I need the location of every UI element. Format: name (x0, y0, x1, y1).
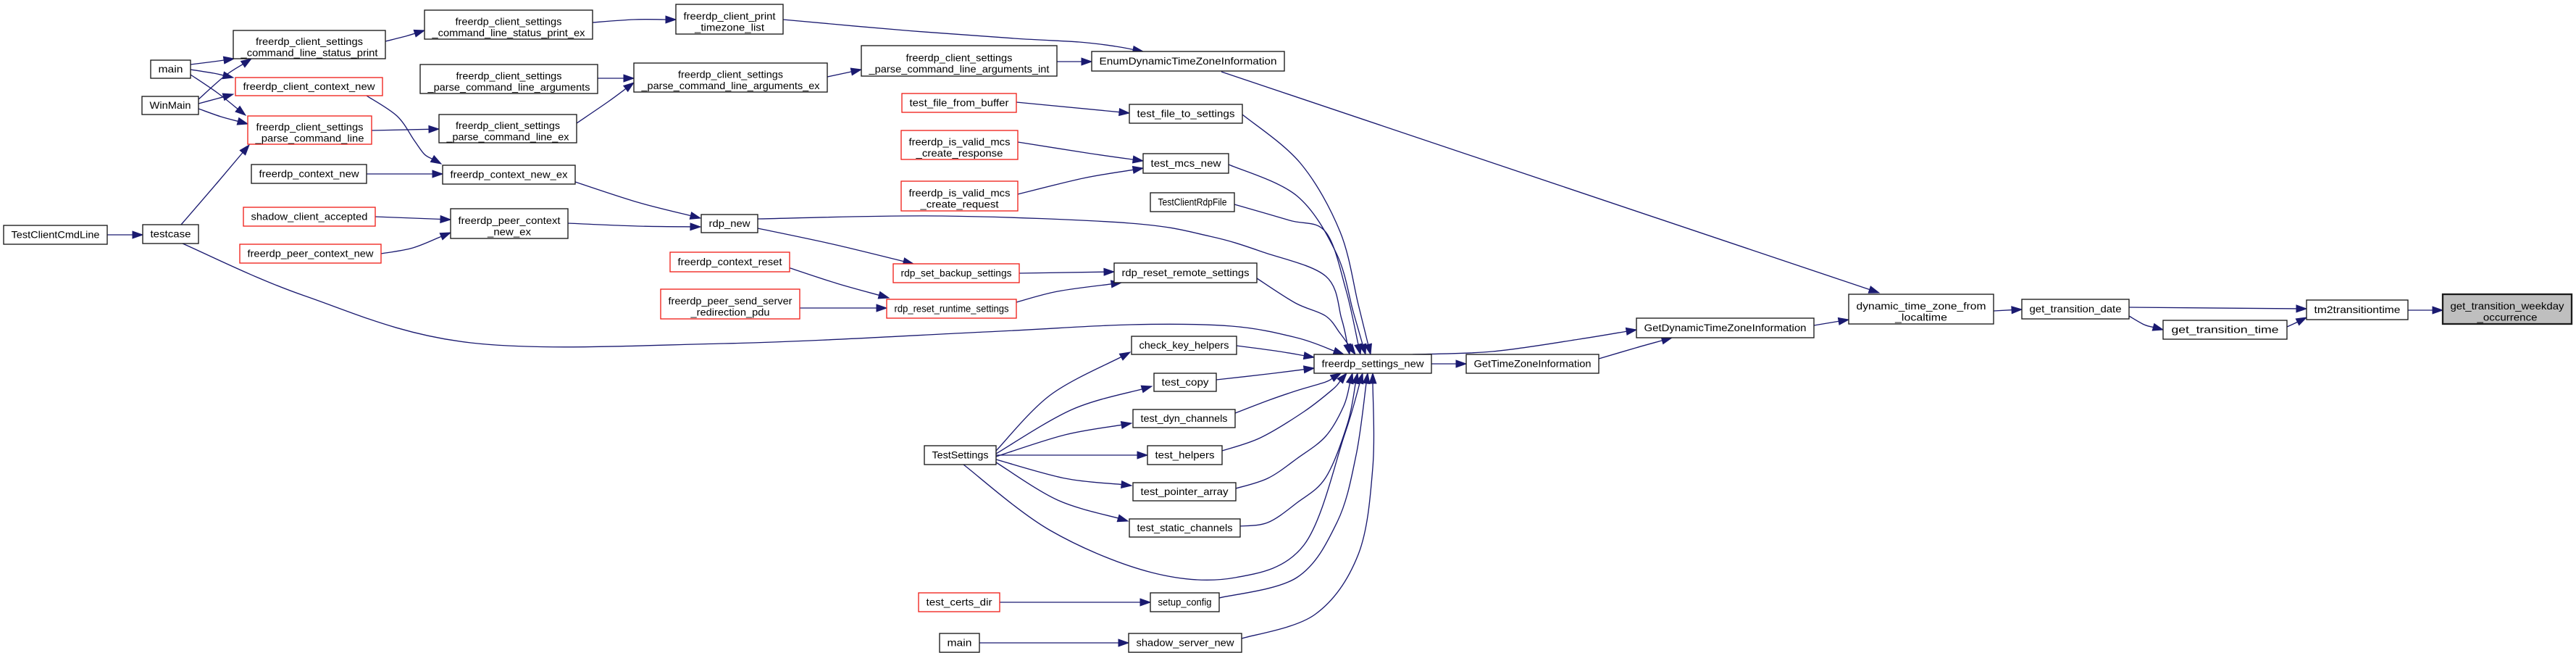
svg-text:test_dyn_channels: test_dyn_channels (1141, 412, 1228, 424)
svg-text:_command_line_status_print: _command_line_status_print (240, 47, 377, 59)
svg-text:main: main (948, 636, 972, 648)
svg-text:_parse_command_line_ex: _parse_command_line_ex (446, 131, 569, 143)
svg-text:test_mcs_new: test_mcs_new (1151, 157, 1222, 169)
svg-text:_parse_command_line: _parse_command_line (254, 133, 364, 144)
svg-text:_timezone_list: _timezone_list (694, 22, 764, 33)
svg-text:freerdp_client_settings: freerdp_client_settings (678, 69, 783, 80)
svg-text:freerdp_is_valid_mcs: freerdp_is_valid_mcs (909, 136, 1011, 148)
svg-text:test_file_from_buffer: test_file_from_buffer (910, 96, 1009, 108)
svg-text:TestClientCmdLine: TestClientCmdLine (12, 228, 100, 240)
svg-text:freerdp_client_context_new: freerdp_client_context_new (243, 80, 376, 92)
svg-text:GetDynamicTimeZoneInformation: GetDynamicTimeZoneInformation (1644, 322, 1807, 333)
svg-text:tm2transitiontime: tm2transitiontime (2314, 304, 2401, 315)
svg-text:get_transition_date: get_transition_date (2030, 303, 2122, 315)
svg-text:freerdp_context_new_ex: freerdp_context_new_ex (451, 168, 568, 180)
svg-text:get_transition_weekday: get_transition_weekday (2451, 300, 2564, 312)
svg-text:_redirection_pdu: _redirection_pdu (690, 307, 769, 318)
svg-text:EnumDynamicTimeZoneInformation: EnumDynamicTimeZoneInformation (1100, 55, 1277, 67)
svg-text:testcase: testcase (151, 228, 191, 239)
svg-text:shadow_server_new: shadow_server_new (1137, 636, 1235, 648)
svg-text:_create_request: _create_request (919, 199, 998, 210)
svg-text:GetTimeZoneInformation: GetTimeZoneInformation (1474, 357, 1592, 369)
svg-text:freerdp_client_settings: freerdp_client_settings (256, 121, 364, 133)
svg-text:TestSettings: TestSettings (932, 449, 989, 460)
svg-text:freerdp_is_valid_mcs: freerdp_is_valid_mcs (909, 187, 1011, 199)
svg-text:_parse_command_line_arguments: _parse_command_line_arguments (427, 81, 590, 93)
svg-text:_occurrence: _occurrence (2476, 312, 2537, 323)
svg-text:_parse_command_line_arguments_: _parse_command_line_arguments_int (868, 63, 1049, 75)
svg-text:rdp_reset_runtime_settings: rdp_reset_runtime_settings (895, 302, 1009, 314)
svg-text:freerdp_settings_new: freerdp_settings_new (1322, 357, 1425, 369)
svg-text:_new_ex: _new_ex (487, 226, 531, 238)
svg-text:dynamic_time_zone_from: dynamic_time_zone_from (1857, 300, 1986, 312)
svg-text:freerdp_context_new: freerdp_context_new (259, 167, 360, 179)
svg-text:_create_response: _create_response (915, 147, 1003, 159)
svg-text:test_helpers: test_helpers (1155, 449, 1215, 460)
svg-text:test_pointer_array: test_pointer_array (1141, 486, 1229, 497)
svg-text:shadow_client_accepted: shadow_client_accepted (251, 210, 368, 222)
svg-text:rdp_set_backup_settings: rdp_set_backup_settings (901, 267, 1012, 278)
svg-text:test_certs_dir: test_certs_dir (927, 596, 992, 607)
svg-text:setup_config: setup_config (1158, 596, 1212, 607)
svg-text:rdp_reset_remote_settings: rdp_reset_remote_settings (1122, 267, 1250, 278)
svg-text:test_copy: test_copy (1162, 376, 1209, 388)
svg-text:freerdp_client_print: freerdp_client_print (684, 10, 776, 22)
svg-text:check_key_helpers: check_key_helpers (1139, 339, 1229, 351)
svg-text:get_transition_time: get_transition_time (2172, 323, 2279, 335)
svg-text:TestClientRdpFile: TestClientRdpFile (1158, 196, 1227, 207)
svg-text:freerdp_client_settings: freerdp_client_settings (456, 120, 560, 131)
svg-text:test_static_channels: test_static_channels (1137, 522, 1233, 533)
svg-text:freerdp_client_settings: freerdp_client_settings (256, 36, 363, 47)
svg-text:rdp_new: rdp_new (709, 217, 751, 229)
svg-text:freerdp_peer_send_server: freerdp_peer_send_server (669, 295, 793, 307)
svg-text:freerdp_context_reset: freerdp_context_reset (678, 256, 782, 267)
svg-text:_command_line_status_print_ex: _command_line_status_print_ex (431, 27, 585, 38)
svg-text:WinMain: WinMain (150, 99, 191, 111)
svg-text:test_file_to_settings: test_file_to_settings (1137, 107, 1235, 119)
svg-text:freerdp_peer_context: freerdp_peer_context (459, 215, 561, 226)
svg-text:_localtime: _localtime (1894, 312, 1947, 323)
svg-text:_parse_command_line_arguments_: _parse_command_line_arguments_ex (640, 80, 819, 91)
svg-text:freerdp_client_settings: freerdp_client_settings (456, 70, 562, 82)
svg-text:freerdp_client_settings: freerdp_client_settings (906, 52, 1013, 64)
svg-text:freerdp_peer_context_new: freerdp_peer_context_new (248, 247, 375, 259)
svg-text:main: main (159, 63, 183, 75)
svg-text:freerdp_client_settings: freerdp_client_settings (456, 16, 562, 28)
